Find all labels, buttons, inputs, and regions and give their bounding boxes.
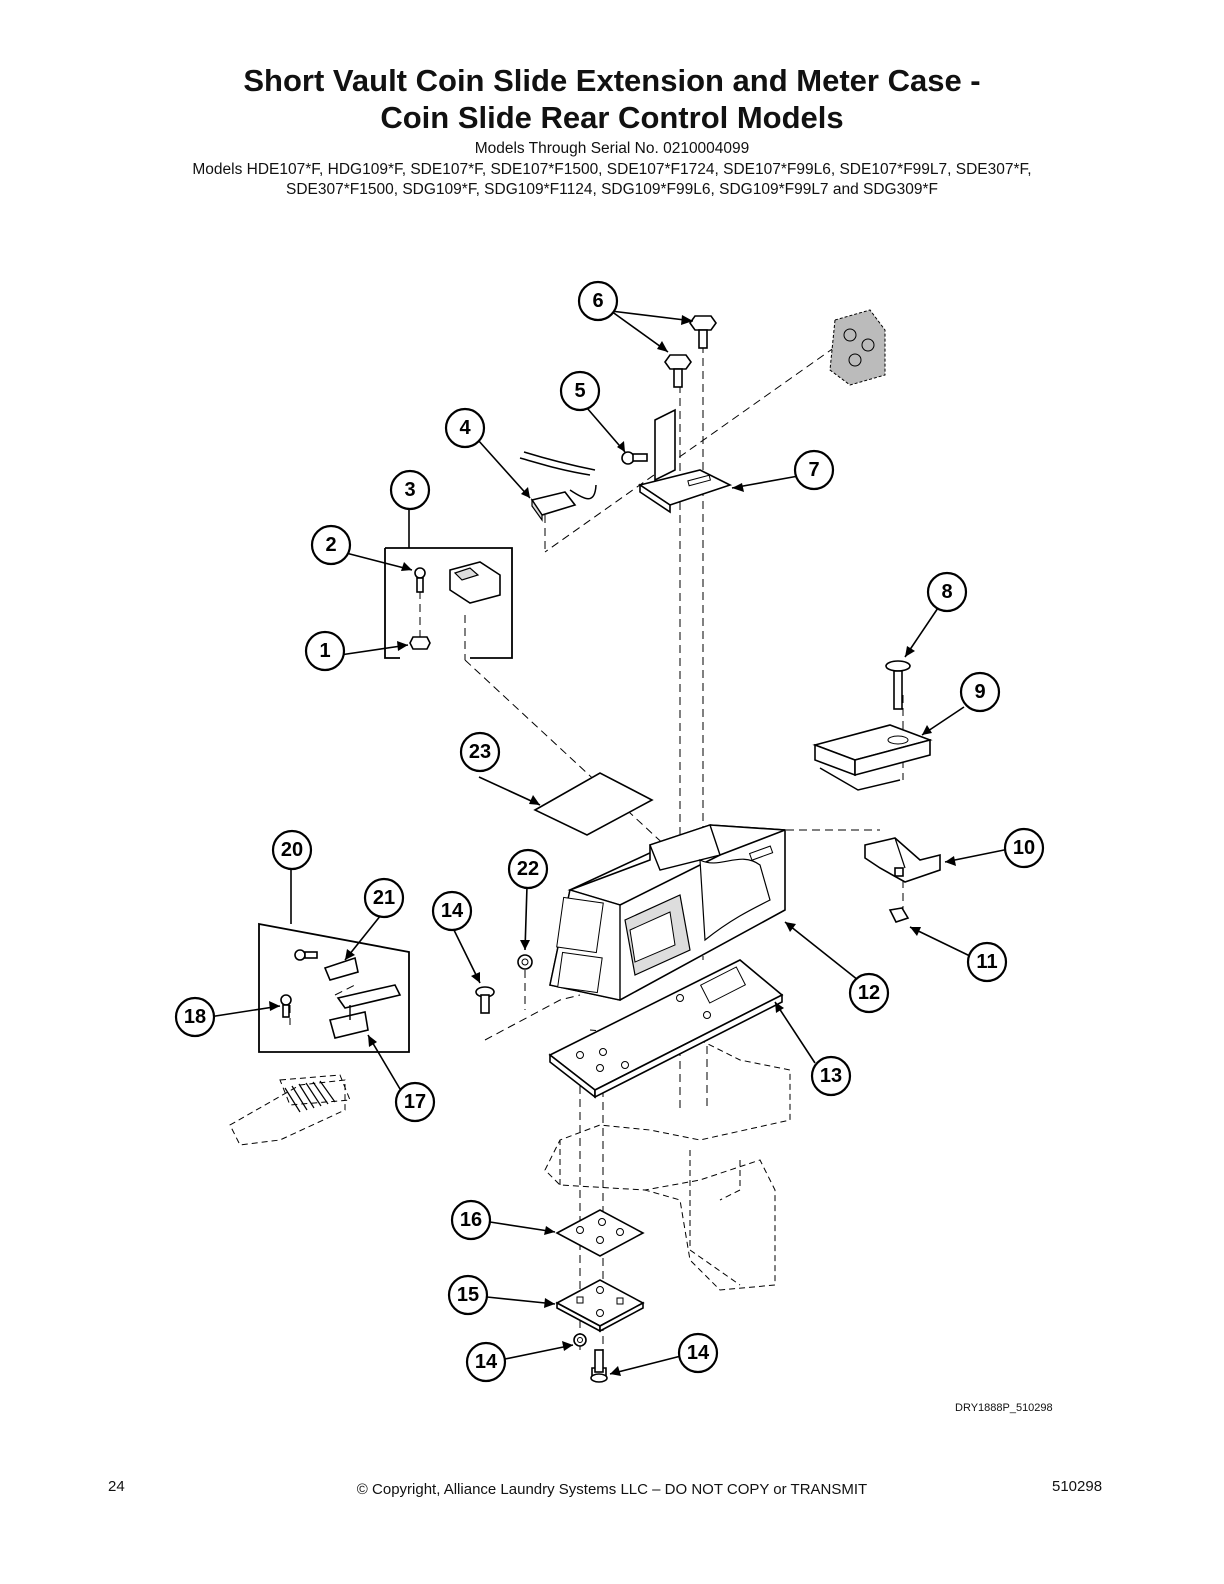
part-15-star-nut	[573, 1333, 587, 1347]
assembly-guide-lines	[289, 339, 904, 1350]
part-9-cover-plate	[812, 724, 933, 791]
callout-19: 18	[174, 996, 216, 1038]
part-10-hasp-bracket	[864, 837, 941, 883]
svg-text:21: 21	[373, 887, 395, 909]
svg-text:16: 16	[460, 1209, 482, 1231]
callout-12: 12	[848, 972, 890, 1014]
callout-16: 15	[447, 1274, 489, 1316]
svg-text:10: 10	[1013, 837, 1035, 859]
svg-text:13: 13	[820, 1065, 842, 1087]
part-20-switch-bracket-assembly	[258, 922, 410, 1053]
svg-text:9: 9	[974, 681, 985, 703]
svg-text:3: 3	[404, 479, 415, 501]
callout-23: 23	[459, 731, 501, 773]
document-number: 510298	[1052, 1478, 1103, 1495]
svg-text:11: 11	[976, 951, 997, 973]
phantom-coin-mechanism	[829, 309, 886, 386]
callout-10: 10	[1003, 827, 1045, 869]
callout-9: 9	[959, 671, 1001, 713]
callout-20: 20	[271, 829, 313, 871]
callout-5: 5	[559, 370, 601, 412]
part-6-bolts	[664, 315, 717, 388]
serial-note: Models Through Serial No. 0210004099	[474, 140, 750, 157]
part-16-plate	[555, 1279, 645, 1333]
svg-text:6: 6	[592, 290, 603, 312]
models-line-1: Models HDE107*F, HDG109*F, SDE107*F, SDE…	[192, 161, 1032, 178]
svg-text:20: 20	[281, 839, 303, 861]
callout-3: 3	[389, 469, 431, 511]
part-4-wire-harness	[519, 451, 597, 522]
callout-14-top: 14	[431, 890, 473, 932]
svg-text:22: 22	[517, 858, 539, 880]
callout-11: 11	[966, 941, 1008, 983]
svg-text:14: 14	[687, 1342, 710, 1364]
part-14-screws	[475, 986, 608, 1383]
phantom-machine-body	[544, 1029, 791, 1291]
page-number: 24	[108, 1478, 125, 1495]
callout-22: 22	[507, 848, 549, 890]
part-3-latch-assembly	[384, 547, 513, 659]
svg-text:12: 12	[858, 982, 880, 1004]
svg-text:1: 1	[319, 640, 330, 662]
part-11-nut	[888, 907, 910, 923]
callout-18: 17	[394, 1081, 436, 1123]
svg-text:2: 2	[325, 534, 336, 556]
part-17-gasket	[555, 1209, 645, 1257]
title-line-2: Coin Slide Rear Control Models	[380, 100, 844, 135]
svg-text:14: 14	[441, 900, 464, 922]
svg-text:18: 18	[184, 1006, 206, 1028]
callout-leader-lines	[208, 310, 1010, 1375]
part-8-bolt	[885, 660, 911, 710]
callout-8: 8	[926, 571, 968, 613]
svg-text:14: 14	[475, 1351, 498, 1373]
svg-text:4: 4	[459, 417, 471, 439]
svg-text:7: 7	[808, 459, 819, 481]
callout-7: 7	[793, 449, 835, 491]
callout-arrowheads	[269, 315, 956, 1376]
callout-14-bottom: 14	[677, 1332, 719, 1374]
part-12-meter-case	[549, 824, 786, 1001]
part-7-bracket	[638, 408, 733, 514]
svg-text:5: 5	[574, 380, 585, 402]
callout-4: 4	[444, 407, 486, 449]
callout-2: 2	[310, 524, 352, 566]
svg-text:8: 8	[941, 581, 952, 603]
part-13-base-plate	[548, 959, 784, 1099]
part-5-screw	[621, 451, 648, 465]
svg-text:15: 15	[457, 1284, 479, 1306]
callout-21: 21	[363, 877, 405, 919]
callout-1: 1	[304, 630, 346, 672]
svg-text:17: 17	[404, 1091, 426, 1113]
models-line-2: SDE307*F1500, SDG109*F, SDG109*F1124, SD…	[286, 181, 938, 198]
drawing-id: DRY1888P_510298	[955, 1402, 1053, 1414]
callout-13: 13	[810, 1055, 852, 1097]
phantom-coin-slide-harness	[229, 1074, 351, 1146]
part-22-star-nut	[517, 954, 533, 970]
page-title: Short Vault Coin Slide Extension and Met…	[0, 62, 1224, 136]
title-line-1: Short Vault Coin Slide Extension and Met…	[243, 63, 981, 98]
callout-15: 14	[465, 1341, 507, 1383]
part-23-label	[533, 772, 654, 836]
callout-6: 6	[577, 280, 619, 322]
svg-text:23: 23	[469, 741, 491, 763]
copyright-notice: © Copyright, Alliance Laundry Systems LL…	[356, 1481, 868, 1498]
callout-17: 16	[450, 1199, 492, 1241]
